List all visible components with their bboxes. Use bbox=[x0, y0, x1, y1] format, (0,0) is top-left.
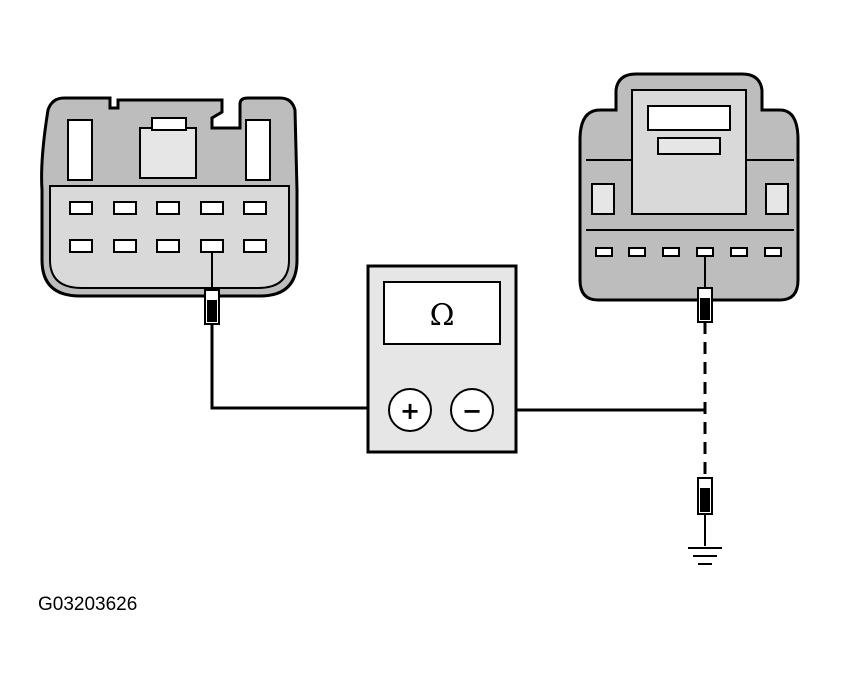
negative-terminal-label: − bbox=[462, 397, 482, 425]
left-connector bbox=[40, 96, 299, 298]
figure-id: G03203626 bbox=[38, 594, 138, 615]
ohm-symbol: Ω bbox=[430, 298, 455, 333]
left-connector-bottom-row-pins bbox=[69, 239, 267, 253]
ohmmeter: Ω + − bbox=[366, 264, 518, 454]
right-connector bbox=[578, 72, 800, 302]
positive-test-lead bbox=[204, 252, 370, 410]
ground-icon bbox=[688, 547, 722, 565]
positive-terminal bbox=[388, 388, 432, 432]
negative-terminal bbox=[450, 388, 494, 432]
negative-test-lead bbox=[494, 256, 713, 546]
positive-terminal-label: + bbox=[400, 397, 420, 425]
left-connector-top-row-pins bbox=[69, 201, 267, 215]
